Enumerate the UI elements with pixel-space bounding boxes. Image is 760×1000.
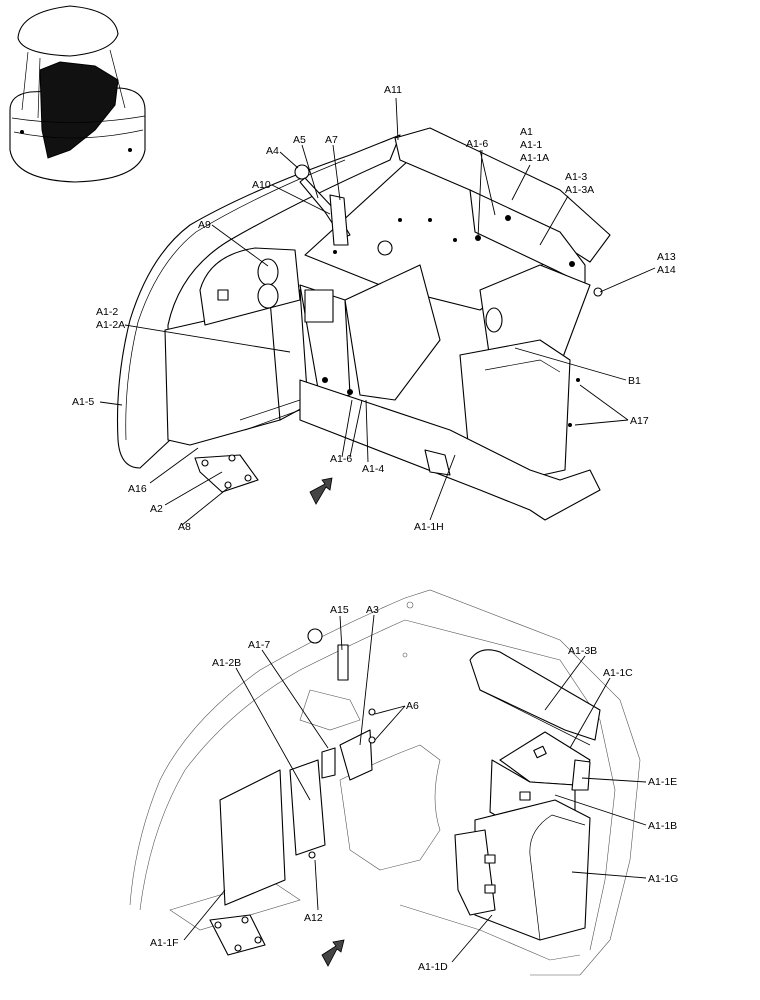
- top-part-labels: A11 A1 A1-1 A1-1A A1-6 A5 A7 A4 A10 A1-3…: [72, 84, 676, 533]
- label-a1-2b: A1-2B: [212, 657, 241, 669]
- label-a1-4: A1-4: [362, 463, 384, 475]
- label-a3: A3: [366, 604, 379, 616]
- label-a4: A4: [266, 145, 279, 157]
- top-frame-assembly: [116, 127, 611, 521]
- bottom-leader-lines: [183, 614, 647, 963]
- label-a1-3a: A1-3A: [565, 184, 594, 196]
- label-a1-1c: A1-1C: [603, 667, 633, 679]
- label-a1-1: A1-1: [520, 139, 542, 151]
- label-a6: A6: [406, 700, 419, 712]
- label-a1-1a: A1-1A: [520, 152, 549, 164]
- label-a1-1b: A1-1B: [648, 820, 677, 832]
- label-a1-2: A1-2: [96, 306, 118, 318]
- label-a15: A15: [330, 604, 349, 616]
- label-a13: A13: [657, 251, 676, 263]
- label-b1: B1: [628, 375, 641, 387]
- label-a9: A9: [198, 219, 211, 231]
- label-a16: A16: [128, 483, 147, 495]
- top-leader-lines: [99, 97, 656, 526]
- label-a12: A12: [304, 912, 323, 924]
- label-a2: A2: [150, 503, 163, 515]
- bottom-frame-assembly: [129, 589, 641, 976]
- label-a11: A11: [384, 84, 402, 96]
- label-a7: A7: [325, 134, 338, 146]
- label-a1-7: A1-7: [248, 639, 270, 651]
- label-a1-5: A1-5: [72, 396, 94, 408]
- label-a1-1d: A1-1D: [418, 961, 448, 973]
- label-a1-3: A1-3: [565, 171, 587, 183]
- direction-arrow-icon: [321, 939, 345, 967]
- label-a1-1h: A1-1H: [414, 521, 444, 533]
- label-a14: A14: [657, 264, 676, 276]
- label-a1-1f: A1-1F: [150, 937, 179, 949]
- label-a8: A8: [178, 521, 191, 533]
- machine-thumbnail-icon: [9, 5, 146, 183]
- label-a1-2a: A1-2A: [96, 319, 125, 331]
- label-a10: A10: [252, 179, 271, 191]
- bottom-part-labels: A15 A3 A1-7 A1-2B A1-3B A6 A1-1C A1-1E A…: [150, 604, 678, 973]
- label-a1-3b: A1-3B: [568, 645, 597, 657]
- label-a1-6-bottom: A1-6: [330, 453, 352, 465]
- label-a1-1g: A1-1G: [648, 873, 678, 885]
- direction-arrow-icon: [309, 477, 333, 505]
- label-a1: A1: [520, 126, 533, 138]
- label-a1-6-top: A1-6: [466, 138, 488, 150]
- label-a1-1e: A1-1E: [648, 776, 677, 788]
- label-a5: A5: [293, 134, 306, 146]
- label-a17: A17: [630, 415, 649, 427]
